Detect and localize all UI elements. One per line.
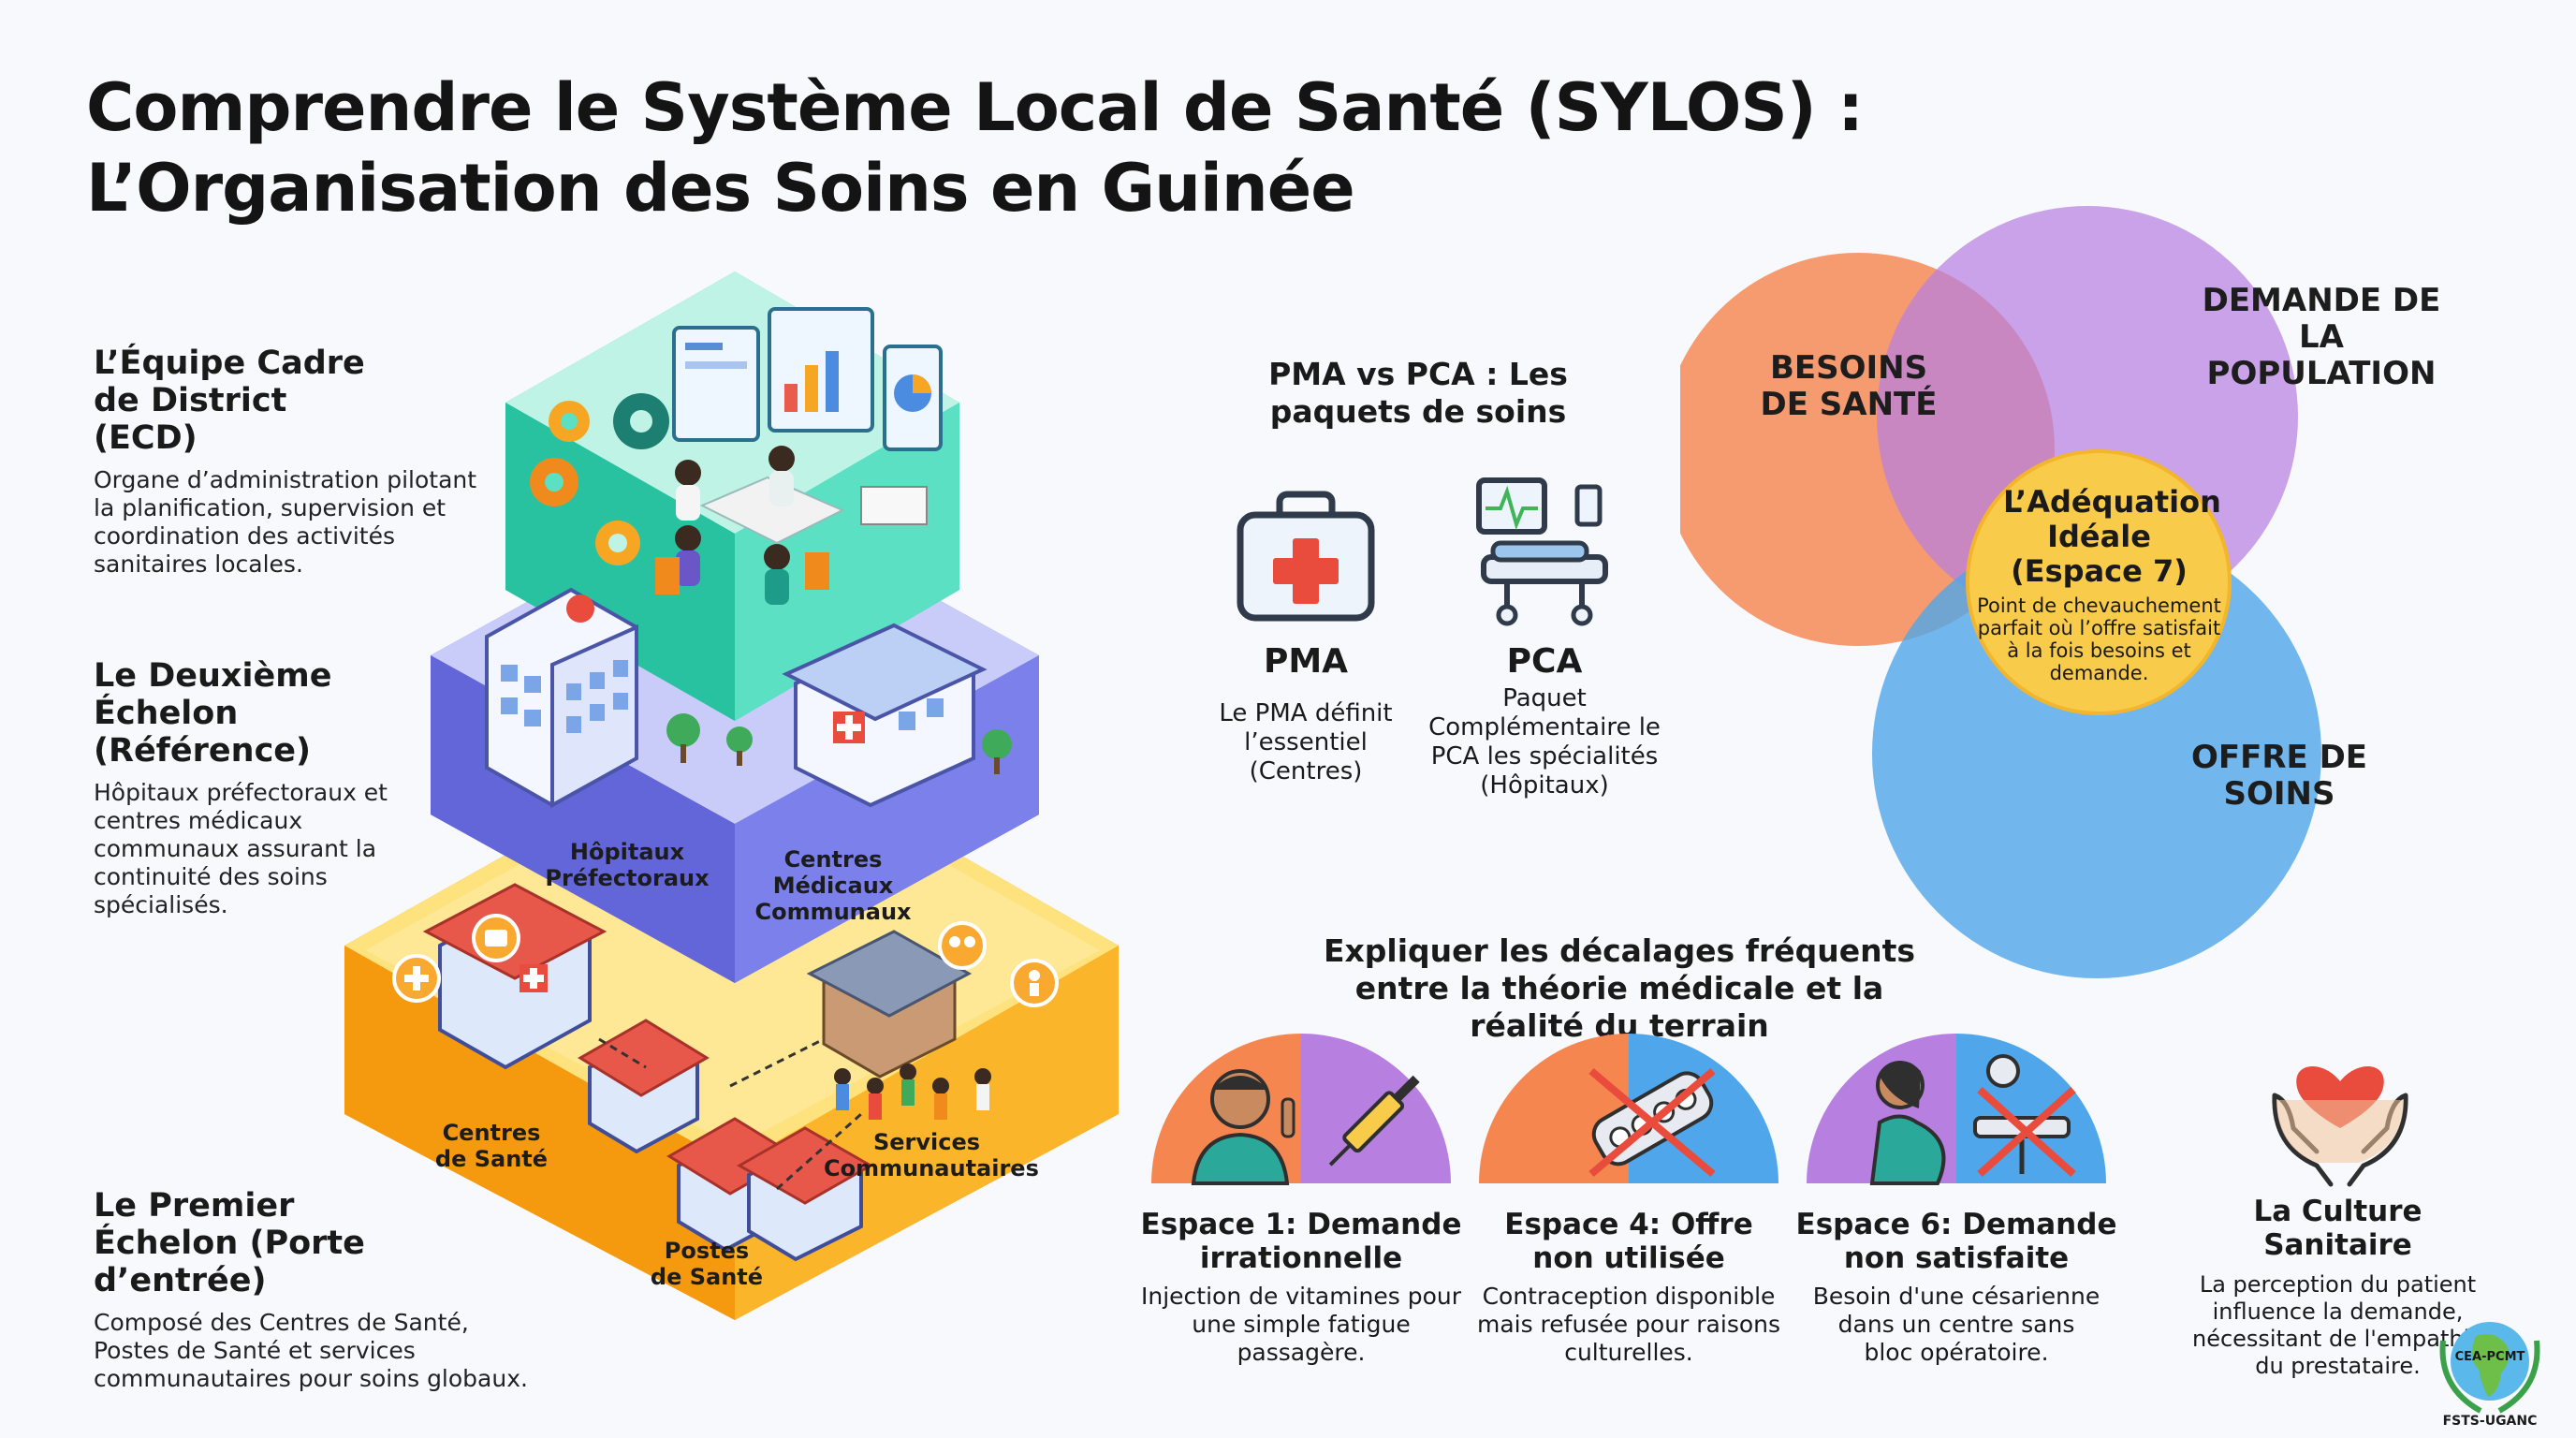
hands-heart-icon [2272, 1065, 2408, 1187]
title-line-2: L’Organisation des Soins en Guinée [86, 150, 1355, 227]
tree-icon [666, 713, 1012, 774]
second-level-desc: Hôpitaux préfectoraux et centres médicau… [94, 779, 388, 918]
logo-top-text: CEA-PCMT [2454, 1350, 2525, 1364]
espace-6-desc: Besoin d'une césarienne dans un centre s… [1812, 1283, 2100, 1366]
health-pyramid-illustration [344, 271, 1119, 1320]
first-aid-kit-icon [1237, 491, 1375, 622]
health-post-icon [578, 1019, 874, 1262]
first-level-desc: Composé des Centres de Santé, Postes de … [94, 1309, 528, 1392]
venn-label-demande: DEMANDE DE LA POPULATION [2202, 282, 2441, 392]
pca-block: PCA Paquet Complémentaire le PCA les spé… [1413, 642, 1676, 800]
logo-bottom-text: FSTS-UGANC [2442, 1414, 2538, 1429]
label-health-centers: Centres de Santé [434, 1120, 549, 1172]
pma-name: PMA [1263, 642, 1349, 681]
pma-desc: Le PMA définit l’essentiel (Centres) [1219, 699, 1393, 785]
gear-icon [530, 393, 669, 565]
venn-label-besoins: BESOINS DE SANTÉ [1760, 349, 1938, 423]
communal-medical-center-icon [782, 623, 988, 808]
espace-6-block: Espace 6: Demande non satisfaite Besoin … [1793, 1208, 2120, 1367]
label-health-posts: Postes de Santé [650, 1238, 764, 1290]
espace-4-block: Espace 4: Offre non utilisée Contracepti… [1465, 1208, 1793, 1367]
second-level-block: Le Deuxième Échelon (Référence) Hôpitaux… [94, 657, 487, 919]
venn-ideal-block: L’Adéquation Idéale (Espace 7) Point de … [1975, 484, 2223, 685]
first-level-title: Le Premier Échelon (Porte d’entrée) [94, 1187, 365, 1299]
ecd-desc: Organe d’administration pilotant la plan… [94, 466, 477, 578]
gaps-heading: Expliquer les décalages fréquents entre … [1323, 932, 1916, 1044]
pca-name: PCA [1506, 642, 1583, 681]
venn-ideal-desc: Point de chevauchement parfait où l’offr… [1977, 594, 2221, 684]
espace-1-title: Espace 1: Demande irrationnelle [1140, 1208, 1462, 1275]
ecd-title: L’Équipe Cadre de District (ECD) [94, 345, 365, 457]
culture-block: La Culture Sanitaire La perception du pa… [2176, 1195, 2499, 1380]
first-level-block: Le Premier Échelon (Porte d’entrée) Comp… [94, 1187, 543, 1393]
venn-ideal-title: L’Adéquation Idéale (Espace 7) [2003, 484, 2221, 589]
laurel-globe-icon [2439, 1322, 2540, 1414]
espace-6-icon [1807, 1034, 2106, 1185]
prefectoral-hospital-icon [485, 587, 638, 809]
institution-logo: CEA-PCMT FSTS-UGANC [2424, 1303, 2555, 1434]
pca-desc: Paquet Complémentaire le PCA les spécial… [1428, 684, 1661, 800]
espace-4-title: Espace 4: Offre non utilisée [1504, 1208, 1753, 1275]
label-community-services: Services Communautaires [824, 1129, 1039, 1181]
pma-block: PMA Le PMA définit l’essentiel (Centres) [1208, 642, 1404, 786]
espace-4-desc: Contraception disponible mais refusée po… [1476, 1283, 1781, 1366]
culture-title: La Culture Sanitaire [2253, 1195, 2422, 1262]
culture-desc: La perception du patient influence la de… [2191, 1271, 2483, 1379]
venn-diagram [1680, 206, 2321, 978]
espace-4-icon [1479, 1034, 1778, 1183]
community-services-icon [806, 930, 991, 1120]
venn-label-offre: OFFRE DE SOINS [2190, 739, 2368, 813]
page-title: Comprendre le Système Local de Santé (SY… [86, 67, 1864, 228]
ecd-block: L’Équipe Cadre de District (ECD) Organe … [94, 345, 487, 579]
espace-1-block: Espace 1: Demande irrationnelle Injectio… [1137, 1208, 1465, 1367]
second-level-title: Le Deuxième Échelon (Référence) [94, 657, 332, 770]
meeting-table-icon [655, 446, 928, 605]
packages-heading: PMA vs PCA : Les paquets de soins [1268, 356, 1568, 430]
espace-1-desc: Injection de vitamines pour une simple f… [1141, 1283, 1461, 1366]
label-prefectoral-hospitals: Hôpitaux Préfectoraux [545, 839, 710, 891]
venn-circle-ideal [1966, 449, 2232, 715]
title-line-1: Comprendre le Système Local de Santé (SY… [86, 69, 1864, 146]
espace-1-icon [1151, 1034, 1451, 1185]
dashboard-screen-icon [672, 307, 943, 451]
label-communal-medical-centers: Centres Médicaux Communaux [754, 846, 912, 925]
hospital-bed-monitor-icon [1476, 477, 1608, 626]
espace-6-title: Espace 6: Demande non satisfaite [1795, 1208, 2117, 1275]
first-level-badge-icons [392, 914, 1059, 1007]
